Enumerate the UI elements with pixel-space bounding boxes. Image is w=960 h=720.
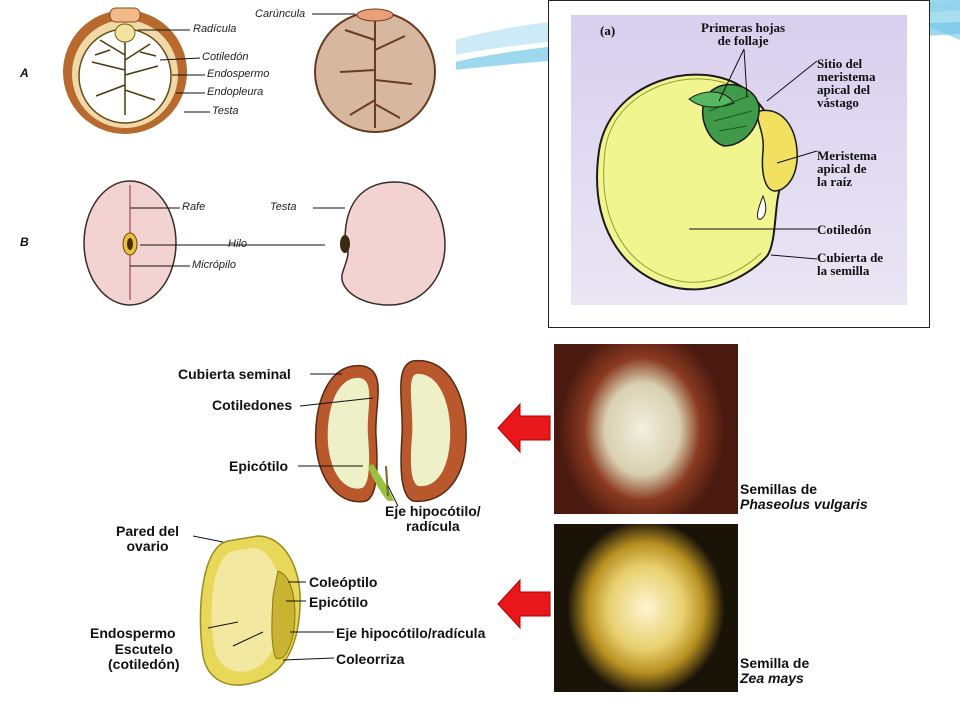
label-raiz-line2: apical de [817, 161, 867, 176]
seed-anatomy-panel: A B Radícula Carúncula Cotiledón Endospe… [0, 0, 456, 318]
label-sitio-line1: Sitio del [817, 56, 863, 71]
caption-phaseolus: Semillas de Phaseolus vulgaris [740, 482, 868, 512]
label-sitio-line3: apical del [817, 82, 871, 97]
label-escutelo: Escutelo (cotiledón) [108, 642, 180, 672]
phaseolus-photo [554, 344, 738, 514]
label-hilo: Hilo [228, 238, 247, 250]
label-eje-line2: radícula [405, 518, 460, 534]
label-testa-a: Testa [212, 105, 239, 117]
label-eje-line1: Eje hipocótilo/ [385, 503, 481, 519]
caption-zea: Semilla de Zea mays [740, 656, 809, 686]
bean-embryo-drawing [596, 48, 818, 291]
label-cubierta-seminal: Cubierta seminal [178, 366, 291, 382]
label-escutelo-line1: Escutelo [114, 641, 173, 657]
label-primeras-hojas-line2: de follaje [717, 33, 769, 48]
row-a-label: A [20, 66, 29, 80]
label-epicotilo-frijol: Epicótilo [229, 458, 289, 474]
caption-zea-species: Zea mays [740, 670, 804, 686]
label-meristema-raiz: Meristema apical de la raíz [817, 149, 877, 188]
label-sitio-meristema: Sitio del meristema apical del vástago [817, 57, 875, 109]
label-sitio-line2: meristema [817, 69, 876, 84]
label-cubierta-semilla: Cubierta de la semilla [817, 251, 883, 277]
label-pared-line1: Pared del [116, 523, 180, 539]
label-pared-line2: ovario [126, 538, 169, 554]
label-raiz-line1: Meristema [817, 148, 877, 163]
bean-maize-drawing [192, 359, 551, 686]
label-endospermo: Endospermo [90, 625, 176, 641]
label-radicula: Radícula [193, 23, 237, 35]
label-pared-ovario: Pared del ovario [116, 524, 179, 554]
label-epicotilo-maiz: Epicótilo [309, 594, 369, 610]
label-raiz-line3: la raíz [817, 174, 853, 189]
caption-phaseolus-prefix: Semillas de [740, 481, 818, 497]
row-b-label: B [20, 235, 29, 249]
bean-maize-panel: Cubierta seminal Cotiledones Epicótilo E… [88, 336, 912, 720]
seed-anatomy-drawing [63, 7, 446, 306]
label-primeras-hojas-line1: Primeras hojas [701, 20, 786, 35]
zea-photo [554, 524, 738, 692]
label-micropilo: Micrópilo [192, 259, 237, 271]
label-eje-hipocotilo: Eje hipocótilo/ radícula [385, 504, 481, 534]
label-coleoptilo: Coleóptilo [309, 574, 378, 590]
label-cotiledon-a: Cotiledón [202, 51, 249, 63]
label-endopleura: Endopleura [207, 86, 264, 98]
caption-phaseolus-species: Phaseolus vulgaris [740, 496, 868, 512]
label-endospermo-a: Endospermo [207, 68, 270, 80]
label-caruncula: Carúncula [255, 8, 306, 20]
panel-tag: (a) [600, 23, 616, 38]
label-coleorriza: Coleorriza [336, 651, 405, 667]
label-cubierta-line2: la semilla [817, 263, 870, 278]
caption-zea-prefix: Semilla de [740, 655, 810, 671]
label-eje-hipocotilo-radicula: Eje hipocótilo/radícula [336, 625, 486, 641]
label-primeras-hojas: Primeras hojas de follaje [701, 21, 785, 47]
label-sitio-line4: vástago [817, 95, 859, 110]
label-escutelo-line2: (cotiledón) [108, 656, 180, 672]
label-cotiledon-b: Cotiledón [817, 222, 872, 237]
label-cubierta-line1: Cubierta de [817, 250, 884, 265]
seed-section-panel: (a) Primeras hojas de follaje Sitio del … [548, 0, 930, 328]
label-rafe: Rafe [182, 201, 206, 213]
label-cotiledones: Cotiledones [212, 397, 293, 413]
label-testa-b: Testa [270, 201, 297, 213]
